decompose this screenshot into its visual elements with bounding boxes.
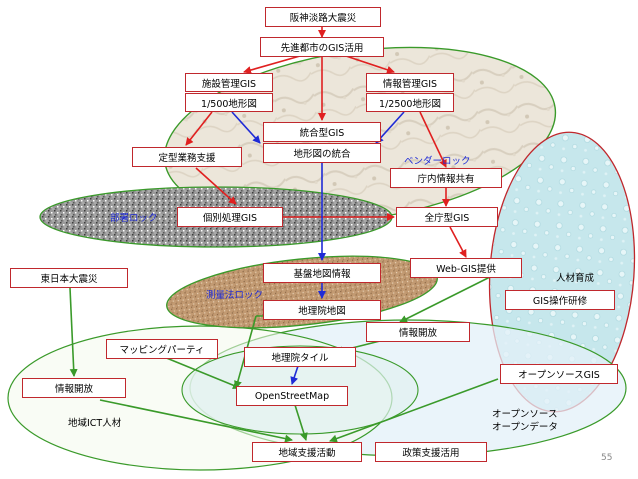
box-chonai: 庁内情報共有 (390, 168, 502, 188)
box-kiban: 基盤地図情報 (263, 263, 381, 283)
box-joho-kaiho-top: 情報開放 (366, 322, 470, 342)
page-number: 55 (601, 453, 613, 463)
label-opendata: オープンデータ (492, 422, 558, 433)
box-senshin: 先進都市のGIS活用 (260, 37, 384, 57)
label-busho-lock: 部署ロック (110, 213, 158, 224)
box-zencho: 全庁型GIS (396, 207, 498, 227)
box-kobetsu: 個別処理GIS (177, 207, 283, 227)
box-chiiki-shien: 地域支援活動 (252, 442, 362, 462)
box-gis-kenshu: GIS操作研修 (505, 290, 615, 310)
label-chiiki-ict: 地域ICT人材 (68, 418, 122, 429)
box-mapping: マッピングパーティ (106, 339, 218, 359)
label-sokuryo-lock: 測量法ロック (206, 290, 264, 301)
box-higashi: 東日本大震災 (10, 268, 128, 288)
label-vendor-lock: ベンダーロック (404, 156, 471, 167)
box-togo: 統合型GIS (263, 122, 381, 142)
box-joho-kanri: 情報管理GIS (366, 73, 454, 92)
box-opensource-gis: オープンソースGIS (500, 364, 618, 384)
box-chikei-togo: 地形図の統合 (263, 143, 381, 163)
box-teikei: 定型業務支援 (132, 147, 242, 167)
box-shisetsu: 施設管理GIS (185, 73, 273, 92)
box-scale500: 1/500地形図 (185, 93, 273, 112)
box-webgis: Web-GIS提供 (410, 258, 522, 278)
box-seisaku: 政策支援活用 (375, 442, 487, 462)
box-osm: OpenStreetMap (236, 386, 348, 406)
box-chiriin-tile: 地理院タイル (244, 347, 356, 367)
box-scale2500: 1/2500地形図 (366, 93, 454, 112)
box-joho-kaiho-left: 情報開放 (22, 378, 126, 398)
label-opensource: オープンソース (492, 409, 558, 420)
box-hanshin: 阪神淡路大震災 (265, 7, 381, 27)
label-jinzai: 人材育成 (556, 273, 595, 284)
box-chiriin-chizu: 地理院地図 (263, 300, 381, 320)
